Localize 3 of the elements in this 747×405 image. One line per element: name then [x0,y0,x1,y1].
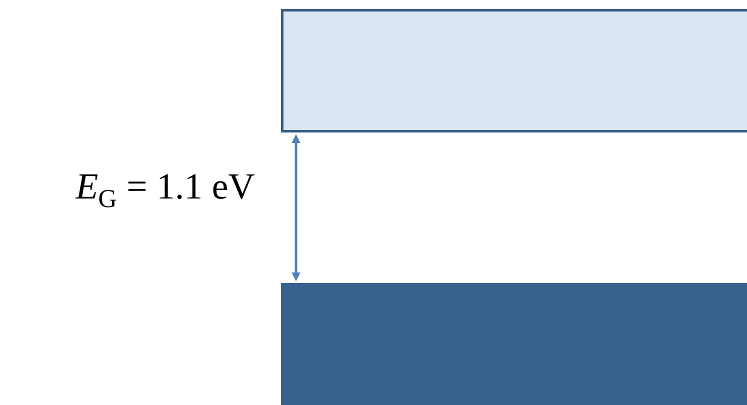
energy-band [281,9,747,132]
band-gap-label: E$_{G}$ = 1.1 eV [75,174,254,208]
energy-band [281,283,747,405]
